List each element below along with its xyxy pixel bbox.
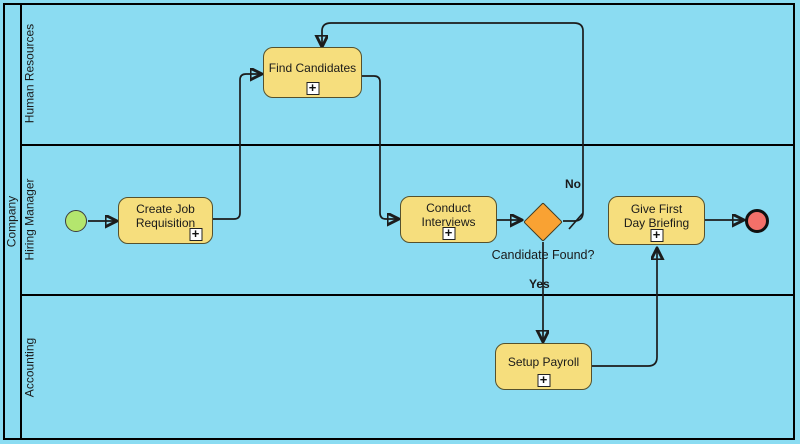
flow-find-candidates-to-conduct-interviews[interactable] xyxy=(362,75,398,219)
task-label-line: Give First xyxy=(630,201,683,216)
task-label-line: Find Candidates xyxy=(268,60,357,75)
lane-divider-hr-hm xyxy=(21,144,795,146)
end-event[interactable] xyxy=(745,209,769,233)
flow-label-yes: Yes xyxy=(529,277,550,291)
pool-label-divider xyxy=(20,3,22,440)
default-flow-slash-marker xyxy=(568,212,584,230)
task-label-line: Setup Payroll xyxy=(507,354,580,369)
pool-company xyxy=(3,3,795,440)
task-label-line: Create Job xyxy=(136,201,195,216)
task-create-job-requisition[interactable]: Create Job Requisition + xyxy=(118,197,213,244)
task-label-line: Requisition xyxy=(135,216,196,230)
task-label-line: Conduct xyxy=(426,200,471,215)
flow-create-job-to-find-candidates[interactable] xyxy=(213,74,261,220)
gateway-label: Candidate Found? xyxy=(491,248,595,262)
subprocess-plus-icon[interactable]: + xyxy=(306,81,319,95)
subprocess-plus-icon[interactable]: + xyxy=(537,373,550,387)
subprocess-plus-icon[interactable]: + xyxy=(442,226,455,240)
task-label-line: Day Briefing xyxy=(623,216,690,230)
task-give-first-day-briefing[interactable]: Give First Day Briefing + xyxy=(608,196,705,245)
task-find-candidates[interactable]: Find Candidates + xyxy=(263,47,362,98)
flow-label-no: No xyxy=(565,177,581,191)
lane-divider-hm-acc xyxy=(21,294,795,296)
flow-no-gateway-to-find-candidates[interactable] xyxy=(322,22,584,222)
task-setup-payroll[interactable]: Setup Payroll + xyxy=(495,343,592,390)
subprocess-plus-icon[interactable]: + xyxy=(650,228,663,242)
task-conduct-interviews[interactable]: Conduct Interviews + xyxy=(400,196,497,243)
subprocess-plus-icon[interactable]: + xyxy=(189,227,202,241)
flow-setup-payroll-to-give-briefing[interactable] xyxy=(592,249,657,367)
task-label-line: Interviews xyxy=(421,215,476,229)
start-event[interactable] xyxy=(65,210,87,232)
